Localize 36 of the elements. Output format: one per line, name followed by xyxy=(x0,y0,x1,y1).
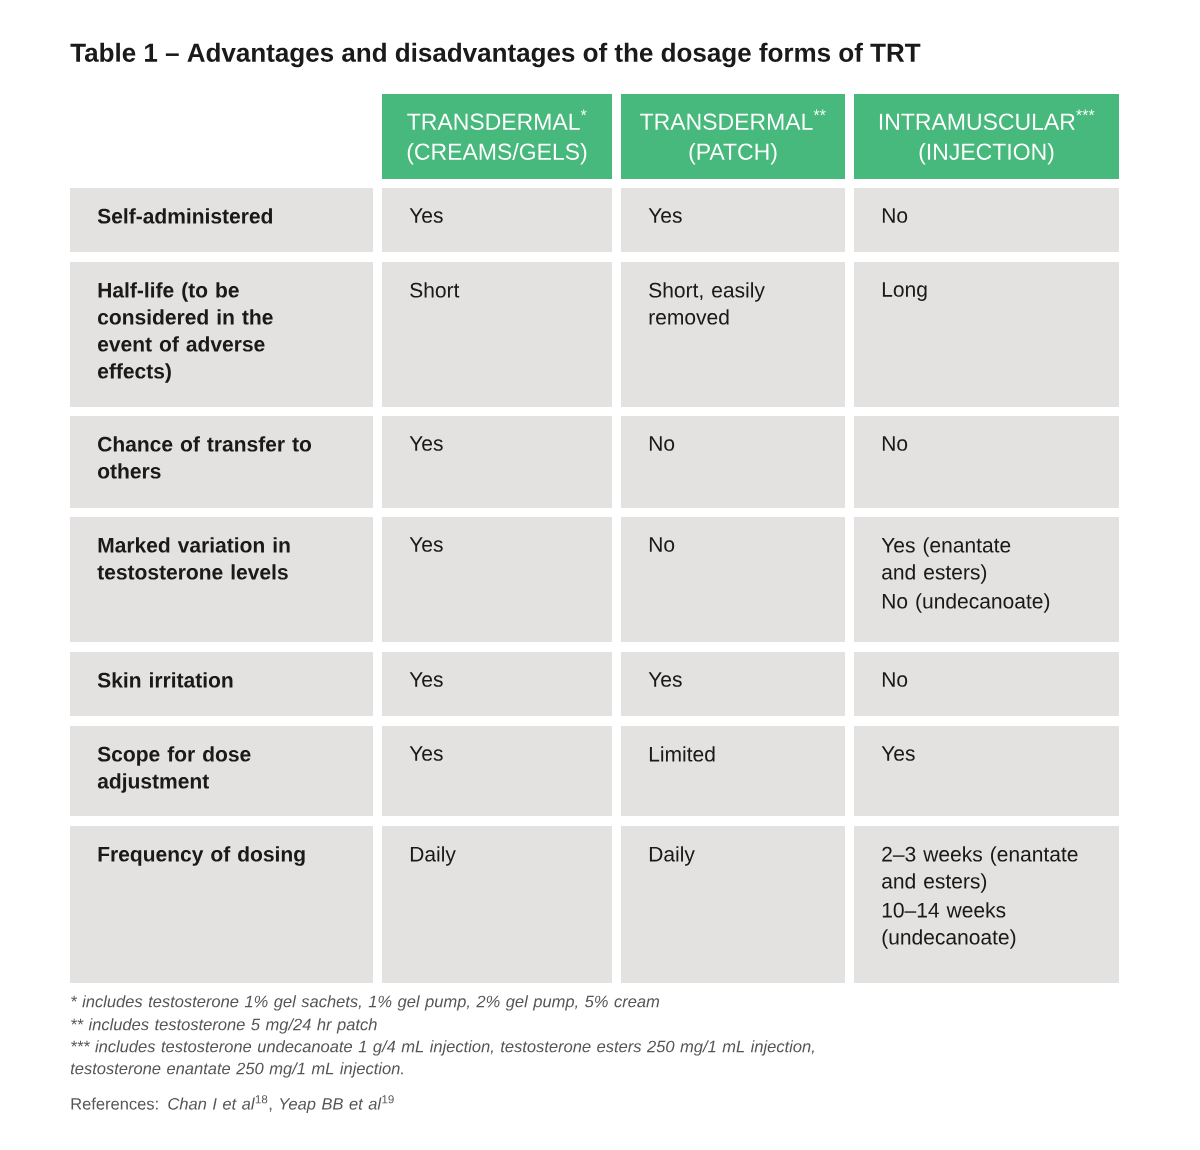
footnote: * includes testosterone 1% gel sachets, 1% gel pump, 2% gel pump, 5% cream xyxy=(71,995,660,1011)
table-cell: Yes xyxy=(621,652,845,716)
column-header: INTRAMUSCULAR$^{***}$ (INJECTION) xyxy=(854,94,1119,179)
table-cell: No xyxy=(621,416,845,508)
table-cell: No xyxy=(854,416,1119,508)
table-cell: Long xyxy=(854,262,1119,407)
table-cell: No xyxy=(854,188,1119,252)
table-cell: Yes xyxy=(382,416,612,508)
table-cell: 2–3 weeks (enantate and esters) 10–14 weeks (undecanoate) xyxy=(854,826,1119,983)
row-header: Marked variation in testosterone levels xyxy=(70,517,373,642)
table-cell: Yes xyxy=(382,652,612,716)
row-header: Half-life (to be considered in the event of adverse effects) xyxy=(70,262,373,407)
column-header: TRANSDERMAL$^{*}$ (CREAMS/GELS) xyxy=(382,94,612,179)
table-cell: Short xyxy=(382,262,612,407)
table-cell: Yes xyxy=(621,188,845,252)
table-cell: Yes xyxy=(382,517,612,642)
row-header: Skin irritation xyxy=(70,652,373,716)
footnote: ** includes testosterone 5 mg/24 hr patch xyxy=(71,1018,377,1034)
table-cell: Daily xyxy=(382,826,612,983)
table-cell: Yes xyxy=(382,188,612,252)
table-cell: No xyxy=(621,517,845,642)
table-cell: Limited xyxy=(621,726,845,816)
row-header: Frequency of dosing xyxy=(70,826,373,983)
references-note: References: Chan I et al$^{18}$, Yeap BB et al$^{19}$ xyxy=(71,1095,394,1113)
row-header: Self-administered xyxy=(70,188,373,252)
table-cell: Yes xyxy=(854,726,1119,816)
table-cell: Yes xyxy=(382,726,612,816)
row-header: Scope for dose adjustment xyxy=(70,726,373,816)
footnote: *** includes testosterone undecanoate 1 g/4 mL injection, testosterone esters 250 mg/1 mL injection, testosterone enantate 250 mg/1 mL injection. xyxy=(70,1040,814,1078)
table-title: Table 1 – Advantages and disadvantages of the dosage forms of TRT xyxy=(70,42,921,68)
row-header: Chance of transfer to others xyxy=(70,416,373,508)
column-header: TRANSDERMAL$^{**}$ (PATCH) xyxy=(621,94,845,179)
table-cell: Daily xyxy=(621,826,845,983)
table-cell: No xyxy=(854,652,1119,716)
table-cell: Yes (enantate and esters) No (undecanoate) xyxy=(854,517,1119,642)
table-cell: Short, easily removed xyxy=(621,262,845,407)
